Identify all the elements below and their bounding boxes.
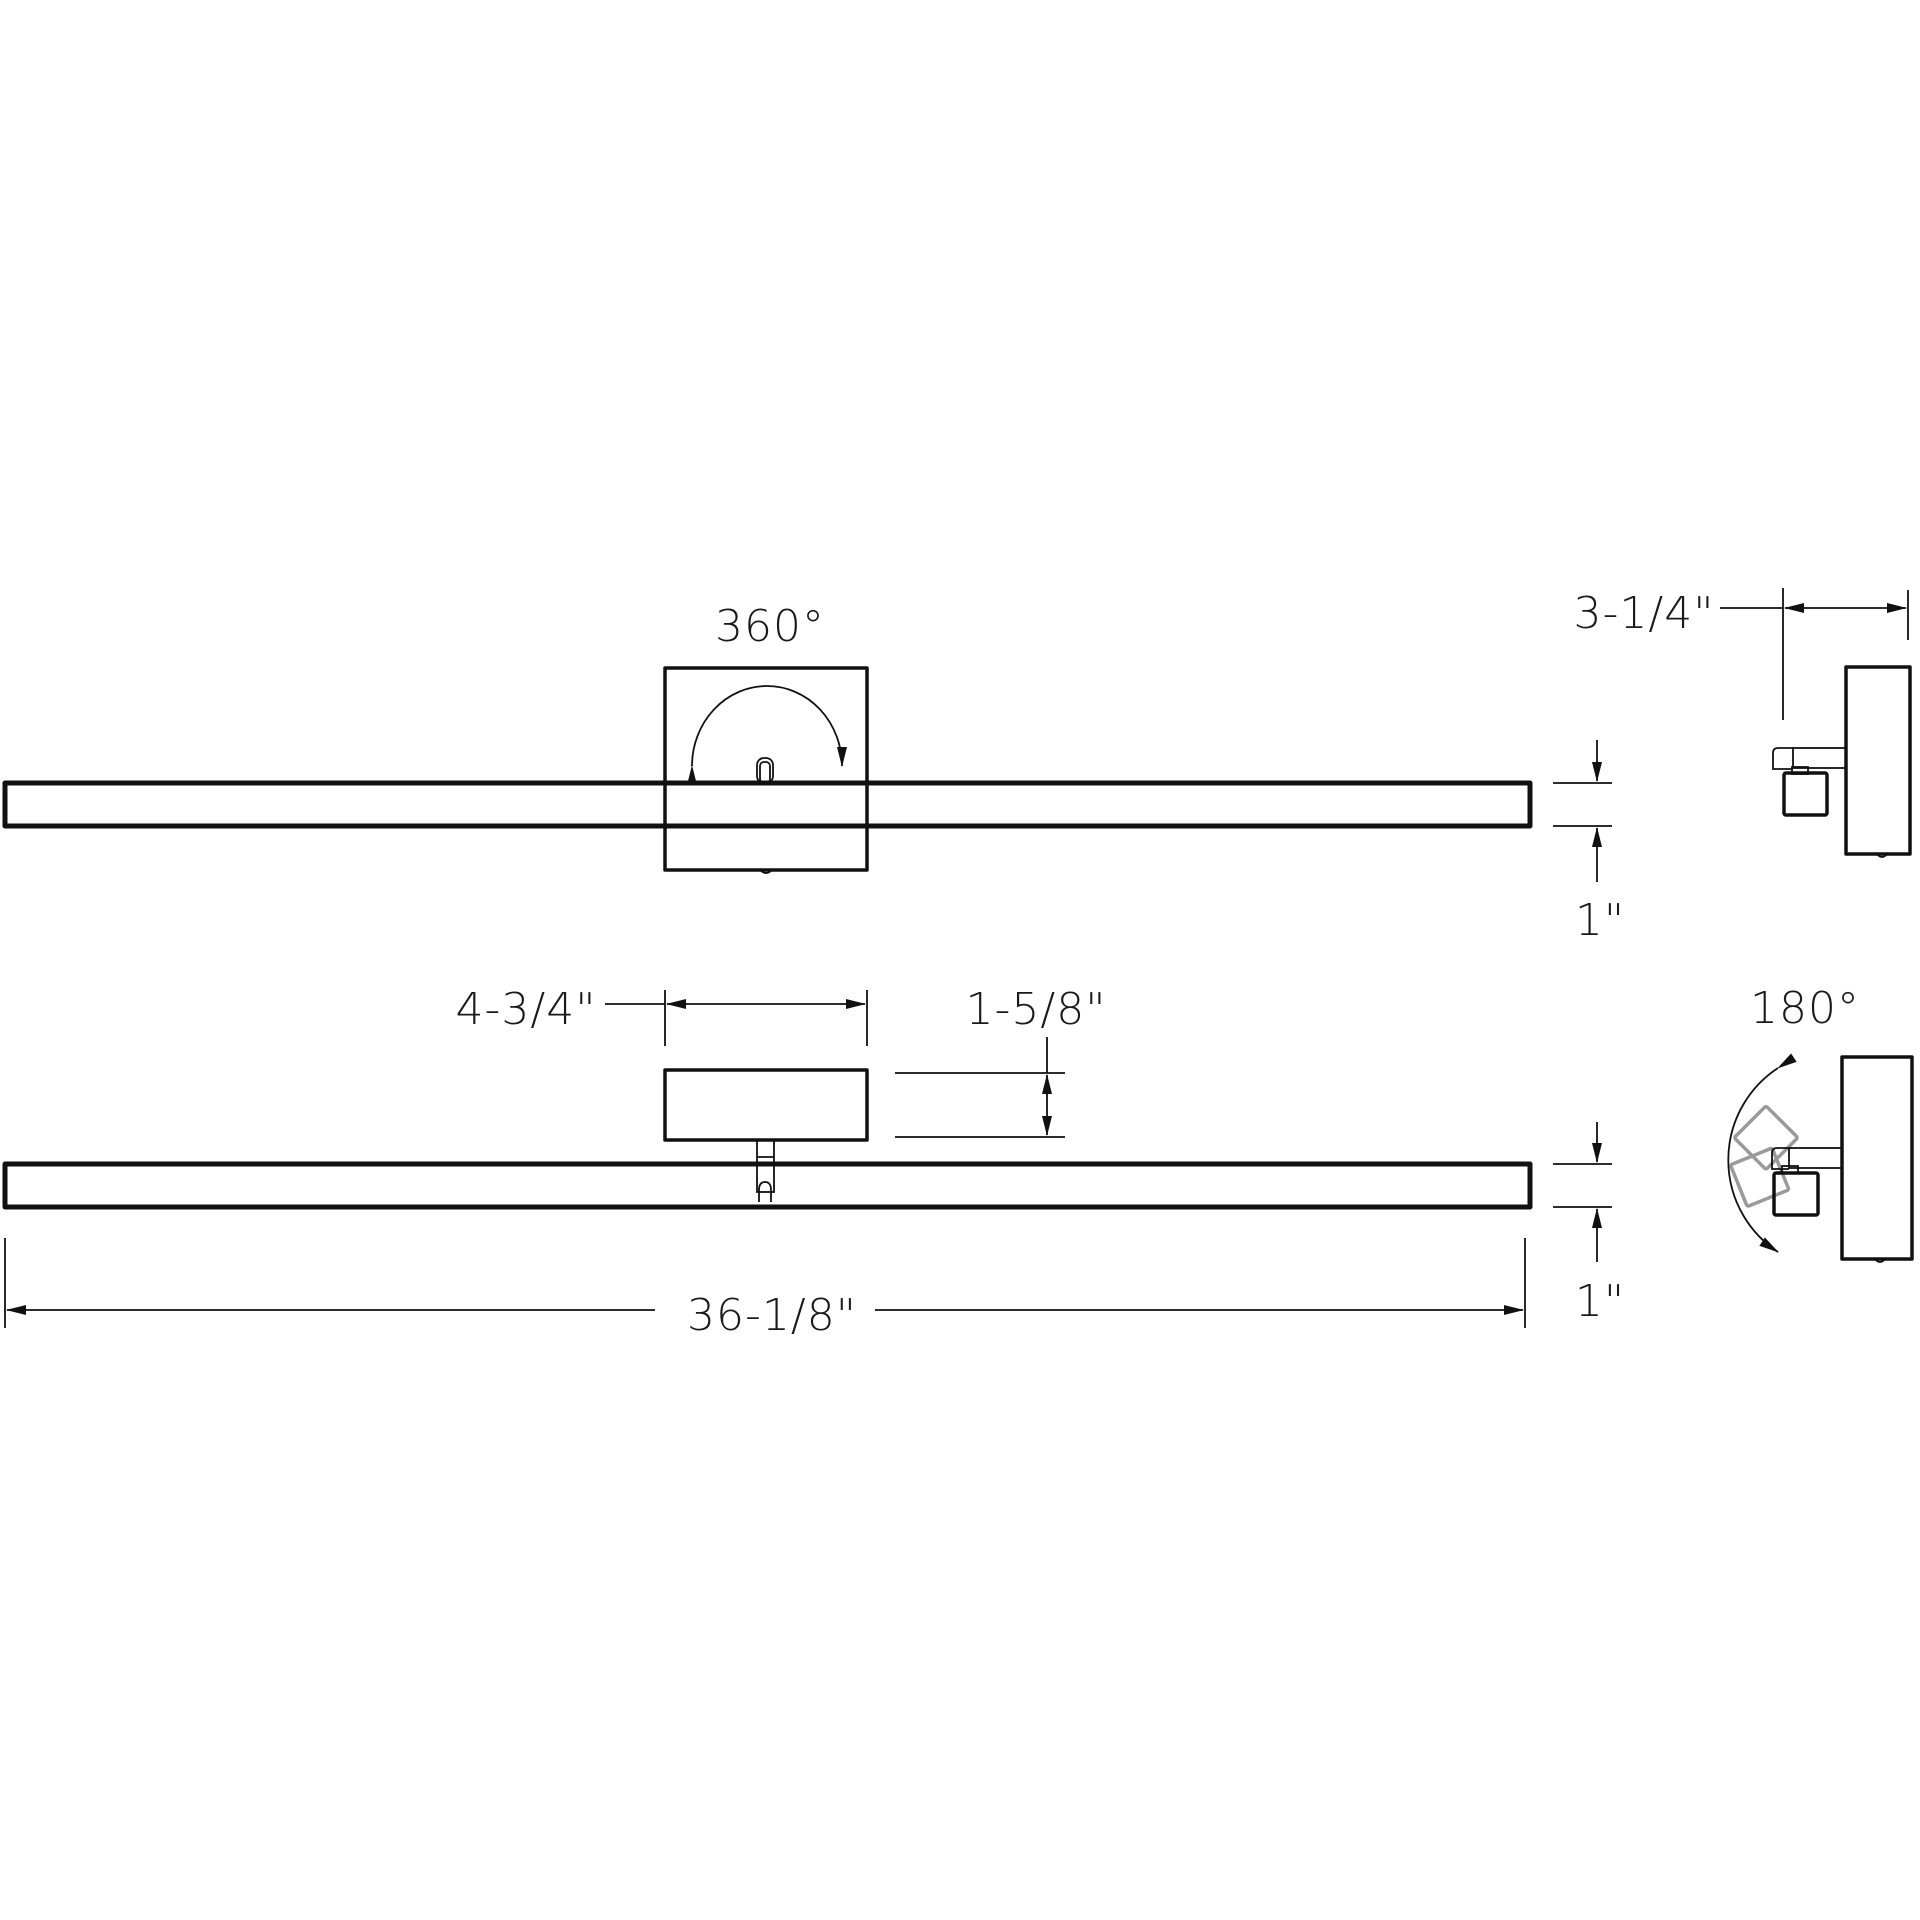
tilt-label: 180°	[1750, 983, 1860, 1034]
height-dimension-bottom: 1"	[1553, 1122, 1625, 1327]
svg-text:1": 1"	[1575, 1276, 1625, 1327]
overall-length-dimension: 36-1/8"	[4, 1238, 1526, 1341]
wall-plate-bottom	[1840, 1055, 1914, 1261]
light-head	[1782, 771, 1829, 817]
svg-text:1": 1"	[1575, 895, 1625, 946]
canopy-plate	[663, 666, 869, 872]
front-view-bottom: 4-3/4" 1-5/8" 1" 36-1/8"	[2, 984, 1625, 1341]
rotation-label: 360°	[715, 601, 825, 652]
svg-text:1-5/8": 1-5/8"	[966, 984, 1107, 1035]
svg-text:4-3/4": 4-3/4"	[456, 984, 597, 1035]
stem	[756, 1139, 775, 1202]
height-dimension-top: 1"	[1553, 740, 1625, 946]
side-view-top: 3-1/4"	[1574, 588, 1912, 858]
wall-plate	[1844, 665, 1912, 856]
svg-text:3-1/4": 3-1/4"	[1574, 588, 1715, 639]
rotation-arrow-icon	[686, 685, 847, 786]
depth-dimension: 3-1/4"	[1574, 588, 1909, 720]
front-view-top: 360° 1"	[2, 601, 1625, 946]
swivel-knob	[756, 757, 774, 784]
plate-height-dimension: 1-5/8"	[895, 984, 1107, 1138]
svg-text:36-1/8": 36-1/8"	[687, 1290, 857, 1341]
side-view-bottom: 180°	[1727, 983, 1914, 1263]
tilt-arrow-icon	[1727, 1053, 1797, 1253]
plate-width-dimension: 4-3/4"	[456, 984, 868, 1046]
canopy-plate-top	[663, 1068, 869, 1142]
light-bar	[2, 780, 1533, 829]
light-bar-bottom	[2, 1161, 1533, 1210]
